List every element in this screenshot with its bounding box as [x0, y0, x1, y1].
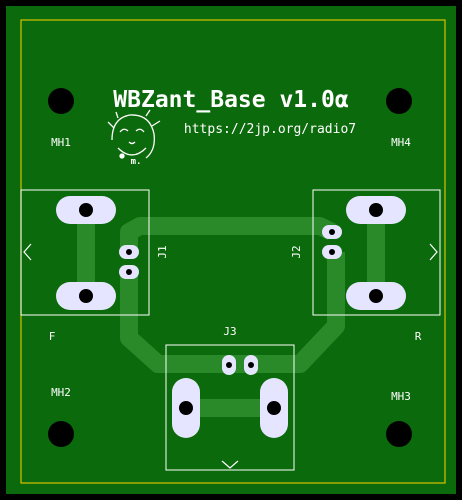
j1-courtyard: [20, 189, 150, 316]
j1-side-label: F: [49, 330, 56, 343]
board-title: WBZant_Base v1.0α: [113, 87, 349, 113]
logo-hair-strands: [107, 109, 161, 129]
j1-pad-bottom-hole: [79, 289, 93, 303]
mh2-label: MH2: [51, 386, 71, 399]
mh4-label: MH4: [391, 136, 411, 149]
j1-arrow-icon: [23, 243, 32, 261]
j3-pad-small-2-hole: [248, 362, 254, 368]
j1-ref-label: J1: [156, 245, 169, 258]
j3-ref-label: J3: [223, 325, 236, 338]
j3-pad-left-hole: [179, 401, 193, 415]
j3-pad-right-hole: [267, 401, 281, 415]
logo-hair-outline: [111, 114, 155, 159]
connector-j3: [165, 344, 295, 471]
connector-j2: J2: [290, 189, 441, 316]
logo-text: m.: [131, 157, 142, 167]
j1-pad-small-1-hole: [126, 249, 132, 255]
mh3-label: MH3: [391, 390, 411, 403]
mounting-hole-mh4: [386, 88, 412, 114]
logo-dot-left: [119, 153, 125, 159]
logo-eyes: [119, 128, 145, 133]
j2-pad-small-1-hole: [329, 229, 335, 235]
mounting-hole-mh1: [48, 88, 74, 114]
mascot-logo: [107, 109, 161, 159]
connector-j1: J1: [20, 189, 169, 316]
mounting-hole-mh2: [48, 421, 74, 447]
mounting-holes: [48, 88, 412, 447]
j2-arrow-icon: [429, 243, 438, 261]
j3-courtyard: [165, 344, 295, 471]
j2-pad-top-hole: [369, 203, 383, 217]
logo-mouth: [128, 141, 136, 145]
soldermask: [6, 6, 456, 494]
j3-arrow-icon: [221, 460, 239, 469]
j2-ref-label: J2: [290, 245, 303, 258]
j1-pad-small-2-hole: [126, 269, 132, 275]
mounting-hole-mh3: [386, 421, 412, 447]
j2-side-label: R: [415, 330, 422, 343]
logo-chin: [117, 147, 147, 156]
j1-pad-top-hole: [79, 203, 93, 217]
j2-courtyard: [312, 189, 441, 316]
j3-pad-small-1-hole: [226, 362, 232, 368]
mh1-label: MH1: [51, 136, 71, 149]
j2-pad-bottom-hole: [369, 289, 383, 303]
board-url: https://2jp.org/radio7: [184, 122, 356, 137]
j2-pad-small-2-hole: [329, 249, 335, 255]
